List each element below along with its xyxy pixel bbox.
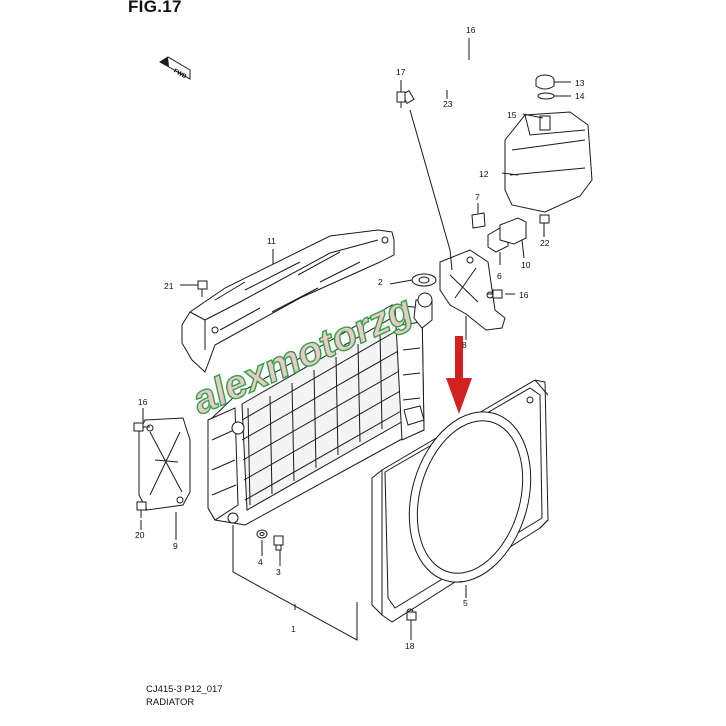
part-3-plug: [273, 535, 284, 551]
callout-6: 6: [497, 271, 502, 281]
part-21-bolt: [197, 280, 208, 297]
part-18-bolt: [396, 91, 406, 108]
part-7-clip: [471, 212, 486, 229]
part-2-grommet: [411, 273, 437, 287]
part-5-fan-shroud: [371, 379, 549, 623]
figure-code: CJ415-3 P12_017: [146, 684, 223, 695]
part-12-reservoir-tank: [504, 111, 593, 213]
callout-5: 5: [463, 598, 468, 608]
callout-14: 14: [575, 91, 585, 101]
callout-12: 12: [479, 169, 489, 179]
callout-17: 16: [466, 25, 476, 35]
figure-caption: RADIATOR: [146, 697, 195, 708]
part-13-cap: [535, 74, 555, 90]
part-16-bolt-left: [133, 422, 150, 432]
callout-3: 3: [276, 567, 281, 577]
callout-labels: 16 17 23 13 14 15 12 7 6 10 22 16 8 2 11…: [135, 25, 585, 651]
callout-15: 15: [507, 110, 517, 120]
part-23-hose: [401, 54, 539, 105]
callout-7: 7: [475, 192, 480, 202]
part-4-washer: [256, 529, 268, 539]
callout-16-left: 16: [138, 397, 148, 407]
callout-11: 11: [267, 236, 276, 246]
callout-10: 10: [521, 260, 531, 270]
callout-2: 2: [378, 277, 383, 287]
figure-title: FIG.17: [128, 0, 182, 16]
part-1-radiator: [207, 292, 433, 641]
part-9-left-bracket: [138, 417, 191, 511]
callout-23: 23: [443, 99, 453, 109]
callout-22: 22: [540, 238, 550, 248]
part-11-upper-panel: [181, 229, 395, 373]
callout-20: 20: [135, 530, 145, 540]
part-14-gasket: [537, 92, 555, 100]
part-20-bolt: [136, 501, 147, 518]
callout-16-right: 16: [519, 290, 529, 300]
callout-21: 21: [164, 281, 174, 291]
part-19-bolt: [406, 611, 417, 630]
callout-9: 9: [173, 541, 178, 551]
fwd-arrow-icon: FWD: [159, 56, 191, 81]
callout-8: 8: [462, 340, 467, 350]
callout-13: 13: [575, 78, 585, 88]
callout-4: 4: [258, 557, 263, 567]
leader-lines: [140, 38, 571, 640]
callout-19: 18: [405, 641, 415, 651]
part-10-holder: [499, 217, 527, 245]
part-22-bolt: [539, 214, 550, 230]
part-16-bolt-right: [487, 289, 503, 299]
red-down-arrow: [446, 336, 472, 414]
callout-1: 1: [291, 624, 296, 634]
callout-18: 17: [396, 67, 406, 77]
